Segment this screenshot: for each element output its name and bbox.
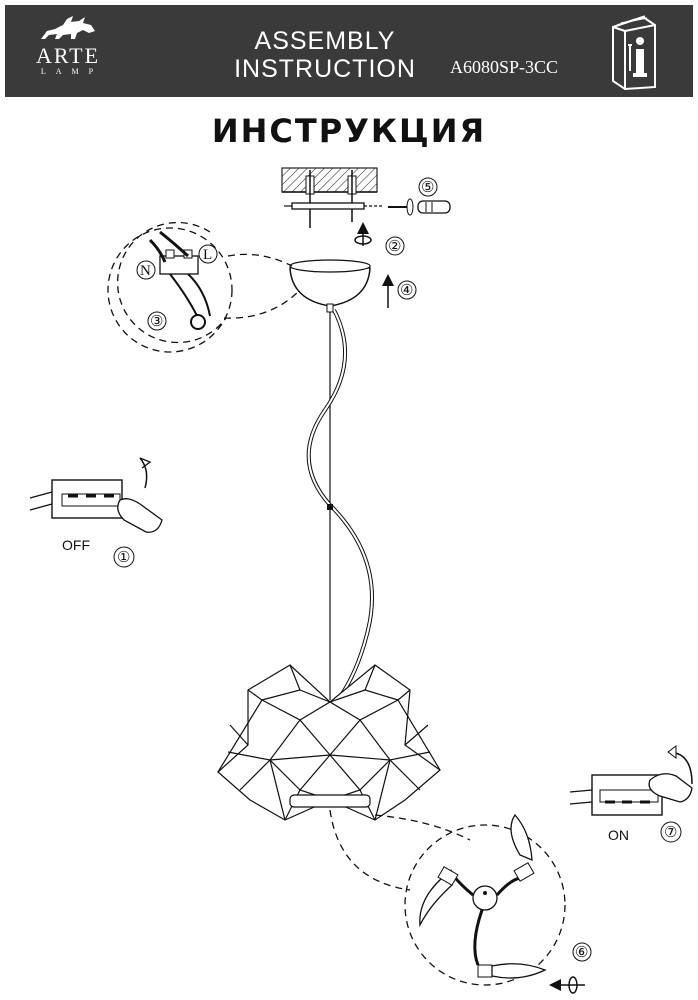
candle-bulb-icon — [510, 813, 535, 882]
step-5-label: ⑤ — [421, 180, 434, 196]
page-title: ИНСТРУКЦИЯ — [211, 112, 487, 150]
step-3-label: ③ — [150, 314, 163, 330]
on-label: ON — [608, 827, 629, 843]
step-6-label: ⑥ — [575, 945, 588, 961]
brand-subtitle: LAMP — [40, 67, 104, 76]
step-1-label: ① — [117, 550, 130, 566]
bulb-hub — [472, 885, 498, 911]
wiring-detail: N L ③ — [107, 221, 301, 353]
header-title: ASSEMBLY INSTRUCTION — [220, 27, 430, 83]
hand-icon — [648, 773, 693, 803]
rotate-step-6-icon — [549, 976, 585, 994]
header-title-line1: ASSEMBLY — [254, 27, 396, 55]
ceiling-mount-detail: ⑤ — [281, 167, 451, 228]
lamp-base-ring — [289, 794, 371, 808]
brand-logo: ARTE LAMP — [23, 13, 113, 93]
ceiling-block — [281, 167, 378, 193]
step-4-label: ④ — [400, 283, 413, 299]
candle-bulb-icon — [477, 963, 547, 979]
rotate-step-2-icon — [354, 222, 372, 246]
model-number: A6080SP-3CC — [450, 57, 559, 77]
switch-off-detail: OFF ① — [29, 457, 163, 568]
wall-anchor-left — [305, 170, 315, 228]
step-2-label: ② — [388, 239, 401, 255]
instruction-book-info-icon — [612, 15, 656, 91]
screwdriver-icon — [388, 198, 451, 216]
mounting-bracket — [291, 202, 365, 210]
hand-icon — [117, 498, 163, 533]
candle-bulb-icon — [419, 866, 459, 928]
wire-n-label: N — [140, 263, 151, 279]
power-cable — [306, 309, 374, 702]
step-7-label: ⑦ — [664, 825, 677, 841]
switch-on-detail: ON ⑦ — [569, 745, 693, 843]
off-label: OFF — [62, 537, 90, 553]
brand-name: ARTE — [35, 43, 101, 68]
wall-anchor-right — [347, 170, 357, 222]
header-title-line2: INSTRUCTION — [234, 55, 416, 83]
bulb-detail: ⑥ — [329, 809, 592, 994]
lamp-shade — [217, 664, 441, 821]
terminal-block — [159, 249, 199, 275]
wire-l-label: L — [203, 247, 212, 263]
ground-screw-icon — [190, 314, 206, 330]
header-bar: ARTE LAMP ASSEMBLY INSTRUCTION A6080SP-3… — [5, 5, 693, 97]
griffin-logo-icon — [41, 16, 95, 39]
